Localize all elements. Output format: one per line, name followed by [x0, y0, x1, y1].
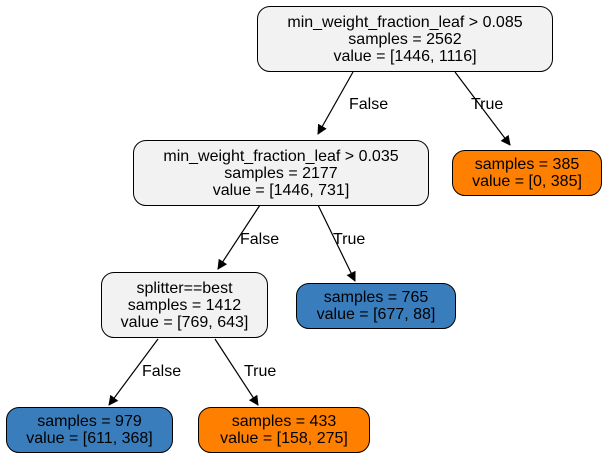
node-condition: min_weight_fraction_leaf > 0.085: [287, 13, 523, 31]
node-samples: samples = 2177: [224, 164, 338, 182]
node-condition: min_weight_fraction_leaf > 0.035: [163, 147, 399, 165]
edge-label-root-false: False: [349, 96, 389, 113]
edge-label-n1-false: False: [240, 231, 280, 248]
tree-leaf-mid: samples = 765 value = [677, 88]: [296, 283, 456, 329]
node-condition: splitter==best: [136, 279, 233, 297]
edge-root-to-leaf-right: [454, 71, 511, 146]
leaf-value: value = [677, 88]: [316, 306, 436, 323]
edge-n2-to-leaf-ll: [108, 338, 159, 406]
node-value: value = [769, 643]: [120, 313, 249, 331]
edge-n1-to-n2: [217, 204, 261, 270]
tree-leaf-right: samples = 385 value = [0, 385]: [452, 150, 602, 196]
leaf-samples: samples = 979: [37, 413, 142, 430]
tree-leaf-lr: samples = 433 value = [158, 275]: [198, 407, 370, 453]
leaf-samples: samples = 385: [474, 156, 580, 173]
node-value: value = [1446, 731]: [212, 181, 350, 199]
tree-node-root: min_weight_fraction_leaf > 0.085 samples…: [257, 6, 553, 72]
leaf-samples: samples = 433: [231, 413, 337, 430]
node-samples: samples = 1412: [127, 296, 242, 314]
edge-n1-to-leaf-mid: [317, 204, 356, 282]
edge-label-n2-false: False: [142, 363, 182, 380]
tree-node-n1: min_weight_fraction_leaf > 0.035 samples…: [133, 140, 429, 206]
node-value: value = [1446, 1116]: [333, 47, 477, 65]
edge-label-n1-true: True: [333, 231, 366, 248]
edge-root-to-n1: [317, 71, 354, 135]
leaf-value: value = [611, 368]: [26, 430, 153, 447]
leaf-value: value = [0, 385]: [472, 173, 582, 190]
edge-label-root-true: True: [471, 96, 504, 113]
edge-label-n2-true: True: [244, 363, 277, 380]
tree-node-n2: splitter==best samples = 1412 value = [7…: [101, 272, 268, 338]
leaf-value: value = [158, 275]: [220, 430, 348, 447]
tree-leaf-ll: samples = 979 value = [611, 368]: [6, 407, 173, 453]
leaf-samples: samples = 765: [323, 289, 429, 306]
edge-n2-to-leaf-lr: [214, 338, 259, 406]
node-samples: samples = 2562: [348, 30, 462, 48]
